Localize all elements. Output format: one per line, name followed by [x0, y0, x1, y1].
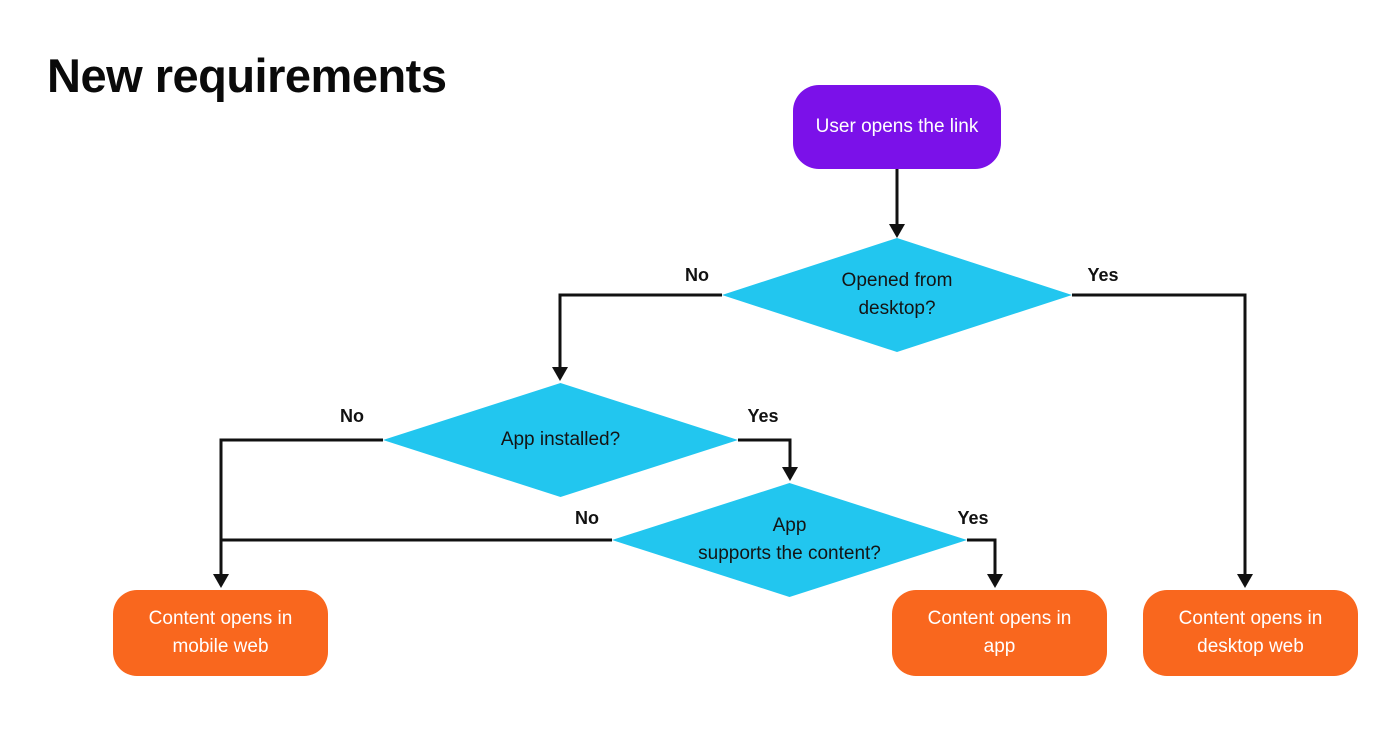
edge-label-desktop-no: No — [685, 265, 709, 285]
edge-label-supports-no: No — [575, 508, 599, 528]
arrowhead-installed-yes-to-supports-decision — [782, 467, 798, 481]
edge-label-installed-no: No — [340, 406, 364, 426]
connector-desktop-yes-to-desktop-web — [1072, 293, 1247, 576]
edge-label-installed-yes: Yes — [747, 406, 779, 426]
connector-supports-yes-to-app — [967, 538, 997, 576]
connector-desktop-no-to-installed-decision — [558, 293, 722, 369]
edge-label-desktop-yes: Yes — [1087, 265, 1119, 285]
arrowhead-desktop-no-to-installed-decision — [552, 367, 568, 381]
node-content-opens-mobile-web: Content opens in mobile web — [113, 590, 328, 676]
connector-installed-no-to-mobile-web — [219, 438, 383, 576]
arrowhead-supports-yes-to-app — [987, 574, 1003, 588]
connector-installed-yes-to-supports-decision — [738, 438, 792, 469]
arrowhead-desktop-yes-to-desktop-web — [1237, 574, 1253, 588]
node-content-opens-desktop-web: Content opens in desktop web — [1143, 590, 1358, 676]
edge-label-supports-yes: Yes — [957, 508, 989, 528]
arrowhead-start-to-desktop-decision — [889, 224, 905, 238]
node-user-opens-link: User opens the link — [793, 85, 1001, 169]
page-title: New requirements — [47, 49, 447, 102]
node-content-opens-app: Content opens in app — [892, 590, 1107, 676]
arrowhead-installed-no-to-mobile-web — [213, 574, 229, 588]
